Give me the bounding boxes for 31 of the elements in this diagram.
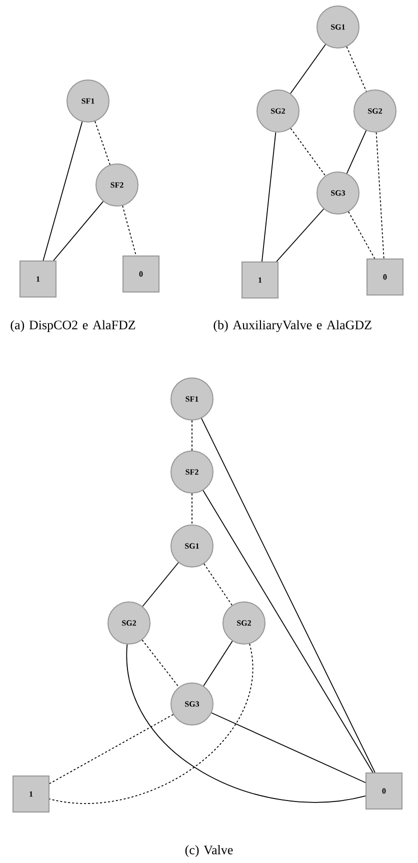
subfigure-caption: (b) AuxiliaryValve e AlaGDZ: [214, 320, 372, 332]
edge-line: [142, 562, 179, 607]
edge-line: [346, 130, 367, 174]
edge-line: [290, 44, 326, 94]
subfigure-caption: (a) DispCO2 e AlaFDZ: [10, 320, 136, 332]
edge-line: [276, 208, 324, 262]
terminal-box: 1: [12, 776, 50, 812]
edge-line: [211, 712, 366, 784]
edge-line: [126, 644, 366, 803]
edge-line: [203, 640, 233, 686]
terminal-box: 0: [366, 258, 404, 296]
dashed-edge: [122, 205, 136, 256]
dashed-edge: [346, 46, 367, 92]
edge-line: [201, 418, 376, 773]
dashed-edge: [49, 643, 254, 804]
dashed-edge: [49, 714, 174, 784]
terminal-box: 0: [122, 256, 160, 292]
edge-line: [42, 121, 83, 261]
dashed-edge: [290, 128, 326, 176]
dashed-edge: [348, 211, 376, 259]
subfigure-caption: (c) Valve: [185, 845, 233, 857]
dashed-edge: [376, 132, 384, 259]
dashed-edge: [94, 120, 110, 166]
edge-line: [262, 132, 276, 262]
edge-line: [53, 201, 104, 261]
edge-line: [202, 490, 374, 773]
terminal-box: 1: [20, 260, 56, 298]
dashed-edge: [204, 563, 232, 606]
dashed-edge: [142, 640, 180, 688]
terminal-box: 0: [366, 772, 402, 810]
terminal-box: 1: [242, 262, 278, 298]
